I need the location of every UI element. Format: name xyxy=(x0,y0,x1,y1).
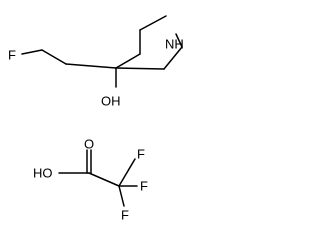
ring-bond-c3b-c4 xyxy=(115,67,165,70)
ring-bond-c4-c3a xyxy=(115,53,141,69)
chemical-structure-canvas: NH OH F O HO F F F xyxy=(8,15,184,223)
chain-bond-ch2-ch2 xyxy=(41,49,67,65)
fluorine-right-label: F xyxy=(140,179,148,194)
cf-bond-bottom xyxy=(118,185,125,207)
fluorine-top-label: F xyxy=(137,147,145,162)
nitrogen-label: NH xyxy=(165,37,184,52)
fluorine-label: F xyxy=(8,48,16,63)
structure-diagram: NH OH F O HO F F F xyxy=(8,15,184,223)
fluorine-bottom-label: F xyxy=(121,208,129,223)
ring-bond-c2b-c3b xyxy=(163,46,183,70)
ring-bond-c2a-n xyxy=(139,15,167,31)
hydroxyl-label: OH xyxy=(101,94,121,109)
chain-bond-c4-ch2 xyxy=(65,63,117,69)
cf-bond-top xyxy=(118,158,136,187)
piperidine-molecule: NH OH F xyxy=(8,15,184,109)
tfa-molecule: O HO F F F xyxy=(33,137,148,223)
c-c-bond xyxy=(88,172,120,187)
chain-bond-ch2-f xyxy=(21,49,43,55)
carbonyl-oxygen-label: O xyxy=(84,137,94,152)
ring-bond-n-c2b xyxy=(175,33,183,48)
tfa-hydroxyl-label: HO xyxy=(33,166,53,181)
